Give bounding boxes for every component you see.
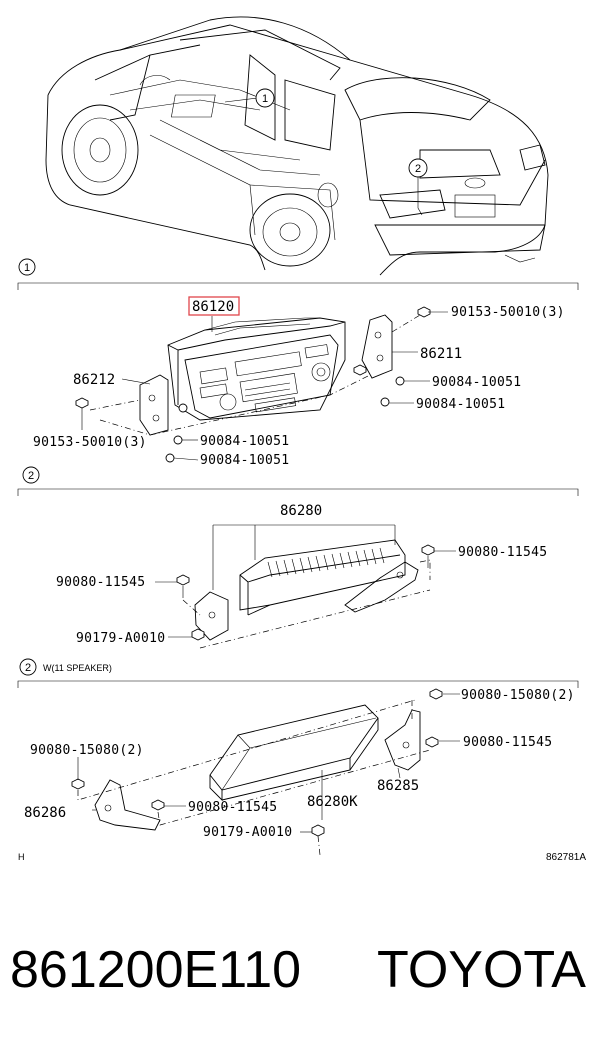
part-90084-10051-right-2: 90084-10051 (416, 397, 505, 412)
section-2-number: 2 (28, 470, 34, 482)
part-90080-11545-right-2: 90080-11545 (463, 735, 552, 750)
callout-1-marker (255, 88, 275, 108)
highlight-box (188, 296, 240, 316)
corner-mark: H (18, 852, 25, 862)
section-3-header: 2 W(11 SPEAKER) (17, 658, 579, 688)
part-90153-50010-right: 90153-50010(3) (451, 305, 565, 320)
screw-icon (429, 688, 443, 700)
screw-icon (178, 403, 188, 413)
nut-icon (311, 824, 325, 837)
part-86280: 86280 (280, 503, 322, 519)
screw-icon (353, 364, 367, 376)
section-3-note: W(11 SPEAKER) (43, 663, 112, 673)
footer-brand: TOYOTA (377, 941, 586, 999)
screw-icon (176, 574, 190, 598)
footer-part-number: 861200E110 (10, 941, 302, 999)
part-90084-10051-left-2: 90084-10051 (200, 453, 289, 468)
nut-icon (191, 628, 205, 641)
screw-icon (71, 778, 85, 790)
screw-icon (380, 397, 390, 407)
amplifier-11-speaker-assembly (71, 688, 460, 856)
part-90179-A0010-1: 90179-A0010 (76, 631, 165, 646)
amplifier-assembly (155, 524, 456, 649)
section-3-number: 2 (25, 662, 31, 674)
screw-icon (173, 435, 183, 445)
callout-2-label: 2 (415, 163, 421, 175)
part-90084-10051-right-1: 90084-10051 (432, 375, 521, 390)
screw-icon (417, 306, 431, 318)
part-86286: 86286 (24, 805, 66, 821)
part-90080-15080-left: 90080-15080(2) (30, 743, 144, 758)
screw-icon (151, 799, 165, 811)
heatsink-fins (267, 547, 385, 578)
part-86285: 86285 (377, 778, 419, 794)
radio-assembly: 86120 (75, 296, 448, 463)
section-2-header: 2 (17, 466, 579, 496)
vehicle-illustration: 1 2 (45, 16, 549, 276)
part-86212: 86212 (73, 372, 115, 388)
part-90080-11545-right: 90080-11545 (458, 545, 547, 560)
part-90084-10051-left-1: 90084-10051 (200, 434, 289, 449)
screw-icon (165, 453, 175, 463)
screw-icon (75, 397, 89, 418)
part-90153-50010-left: 90153-50010(3) (33, 435, 147, 450)
part-86120: 86120 (192, 299, 234, 315)
part-90080-15080-right: 90080-15080(2) (461, 688, 575, 703)
section-1-number: 1 (24, 262, 30, 274)
part-90080-11545-middle: 90080-11545 (188, 800, 277, 815)
part-86280K: 86280K (307, 794, 358, 810)
part-90179-A0010-2: 90179-A0010 (203, 825, 292, 840)
screw-icon (395, 376, 405, 386)
section-1-header: 1 (17, 258, 579, 290)
part-86211: 86211 (420, 346, 462, 362)
callout-2-marker (408, 158, 428, 178)
footer: 861200E110 TOYOTA (0, 935, 600, 1005)
screw-icon (421, 544, 435, 568)
part-90080-11545-left: 90080-11545 (56, 575, 145, 590)
screw-icon (425, 736, 439, 748)
diagram-code: 862781A (546, 852, 586, 863)
callout-1-label: 1 (262, 93, 268, 105)
